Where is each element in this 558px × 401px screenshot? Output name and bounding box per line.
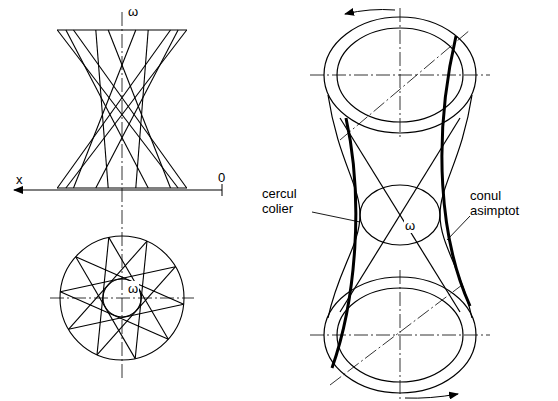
origin-label: 0 bbox=[218, 170, 225, 185]
generator-line bbox=[97, 267, 176, 355]
part-label: cercul colier bbox=[262, 186, 312, 216]
generator-line bbox=[66, 30, 187, 188]
generator-line bbox=[74, 30, 136, 188]
generator-line bbox=[69, 304, 184, 329]
generator-line bbox=[60, 267, 175, 292]
axis-line bbox=[50, 298, 194, 299]
generator-line bbox=[96, 30, 108, 188]
generator-line bbox=[60, 292, 168, 340]
axis-symbol: ω bbox=[127, 4, 139, 19]
rotation-arrow bbox=[345, 10, 458, 399]
generator-line bbox=[57, 30, 178, 188]
generator-line bbox=[96, 30, 178, 188]
part-label: conul asimptot bbox=[470, 188, 540, 218]
generator-line bbox=[66, 30, 148, 188]
axis-symbol: ω bbox=[404, 218, 416, 233]
axis-name: x bbox=[16, 172, 23, 187]
axis-tick bbox=[222, 184, 223, 196]
generator-line bbox=[76, 257, 184, 305]
generator-line bbox=[74, 30, 187, 188]
generator-line bbox=[69, 241, 148, 329]
axis-symbol: ω bbox=[127, 281, 139, 296]
generator-line bbox=[57, 30, 170, 188]
leader-line bbox=[312, 212, 470, 240]
x-axis bbox=[14, 190, 222, 191]
generator-line bbox=[332, 36, 470, 368]
generator-line bbox=[136, 30, 148, 188]
axis-line bbox=[122, 12, 123, 380]
generator-line bbox=[108, 30, 170, 188]
axis-line bbox=[310, 8, 490, 400]
